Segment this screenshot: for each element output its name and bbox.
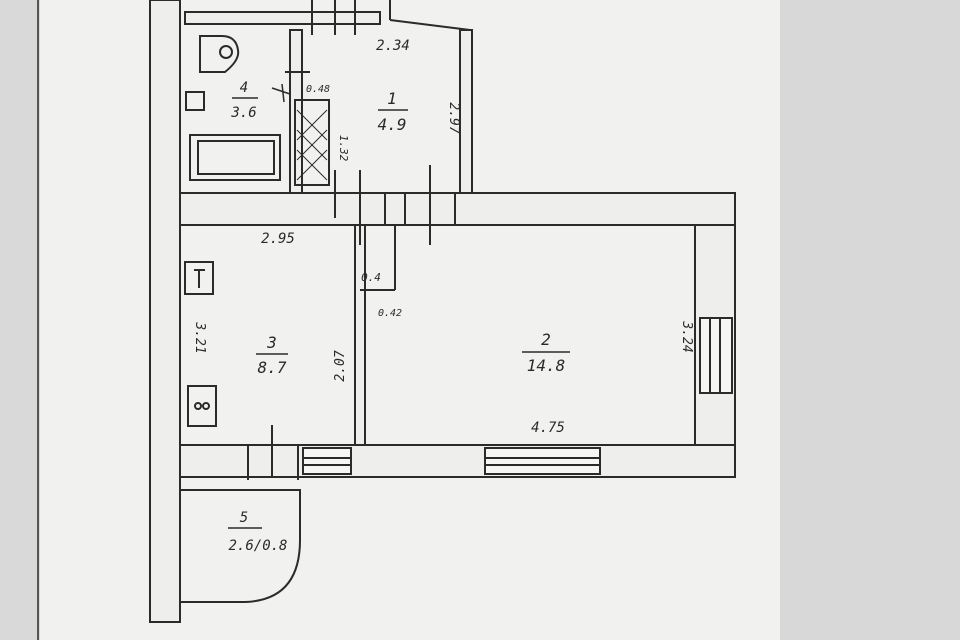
shaft-icon <box>294 99 330 186</box>
room-3-area: 8.7 <box>258 358 287 377</box>
door-openings <box>247 0 456 480</box>
dim-kitchen-height: 3.21 <box>192 321 207 353</box>
stove-icon <box>187 385 217 427</box>
room-1-number: 1 <box>387 89 397 108</box>
dim-living-height: 3.24 <box>679 320 694 352</box>
dimension-labels: 2.34 2.97 1.32 2.95 3.21 2.07 3.24 4.75 … <box>192 38 694 436</box>
toilet-bowl <box>219 45 233 59</box>
dim-kitchen-width: 2.95 <box>261 231 295 247</box>
dim-living-width: 4.75 <box>531 420 565 436</box>
dim-door-width: 0.42 <box>378 308 402 319</box>
arrow-icon <box>271 83 291 103</box>
background-right <box>780 0 960 640</box>
wall-middle-horizontal <box>179 192 736 226</box>
bathtub-inner <box>197 140 275 175</box>
toilet-icon <box>199 35 240 73</box>
dim-hall-width: 2.34 <box>376 38 410 54</box>
windows <box>302 317 733 475</box>
balcony-outline <box>180 489 301 603</box>
dim-hall-inner: 1.32 <box>337 135 350 162</box>
washbasin-icon <box>185 91 205 111</box>
room-2-area: 14.8 <box>527 356 566 375</box>
window-living-right <box>699 317 733 394</box>
room-2-number: 2 <box>541 330 551 349</box>
room-4-area: 3.6 <box>230 105 256 121</box>
room-1-area: 4.9 <box>378 115 407 134</box>
window-living-bottom <box>484 447 601 475</box>
wall-kitchen-living <box>354 224 366 446</box>
window-kitchen <box>302 447 352 475</box>
wall-top-slant <box>389 19 471 31</box>
room-3-number: 3 <box>266 333 277 352</box>
room-4-number: 4 <box>240 80 248 96</box>
room-labels: 1 4.9 2 14.8 3 8.7 4 3.6 5 2.6/0.8 <box>228 80 570 554</box>
dim-wall-thickness: 0.4 <box>361 271 381 284</box>
room-5-area: 2.6/0.8 <box>228 538 287 554</box>
dim-kitchen-wall: 2.07 <box>333 350 348 381</box>
dim-bath-door: 0.48 <box>306 84 330 95</box>
room-5-number: 5 <box>240 510 248 526</box>
outer-wall-left <box>149 0 181 623</box>
outer-wall-bottom <box>179 444 736 478</box>
wall-top <box>184 11 381 25</box>
dim-hall-height: 2.97 <box>446 102 461 133</box>
kitchen-sink-icon <box>184 261 214 295</box>
bathtub-icon <box>189 134 281 181</box>
fixtures <box>184 35 395 427</box>
